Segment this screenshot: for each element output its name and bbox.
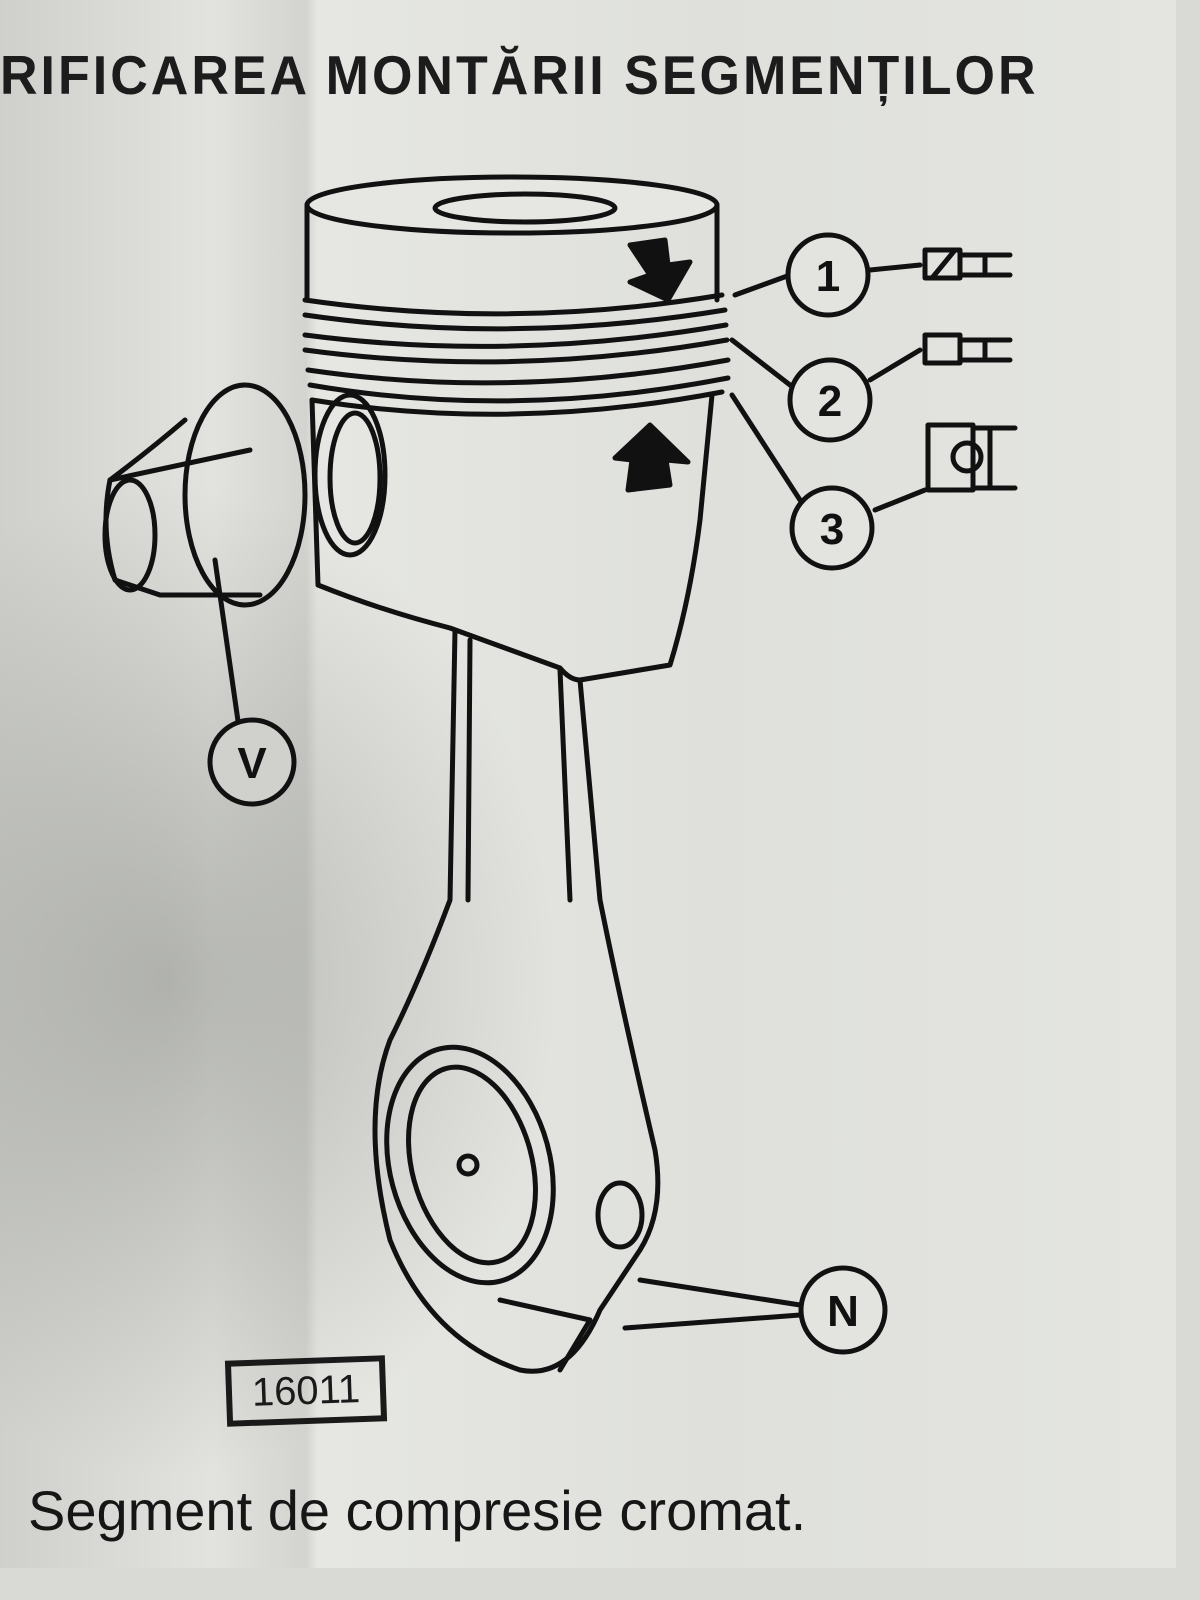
page-title: RIFICAREA MONTĂRII SEGMENȚILOR	[0, 45, 1039, 107]
ring-section-1	[922, 247, 1013, 281]
callout-1: 1	[816, 252, 840, 301]
leader-n	[622, 1277, 803, 1331]
ring-section-3	[925, 422, 1018, 493]
leader-2	[729, 337, 793, 388]
callout-v: V	[237, 739, 267, 788]
piston-pin	[102, 382, 308, 608]
leader-v	[212, 557, 243, 738]
leader-3	[729, 392, 803, 503]
figure-reference: 16011	[224, 1355, 388, 1427]
callout-n: N	[827, 1287, 859, 1336]
shadow	[0, 480, 560, 1480]
connecting-rod	[372, 627, 661, 1374]
leader-1	[732, 272, 793, 298]
callout-2: 2	[818, 377, 842, 426]
ring-section-2	[922, 332, 1013, 366]
piston-diagram: 1 2 3 V N	[102, 174, 1018, 1374]
piston	[302, 174, 731, 683]
caption: Segment de compresie cromat.	[28, 1479, 807, 1542]
callout-3: 3	[820, 505, 844, 554]
